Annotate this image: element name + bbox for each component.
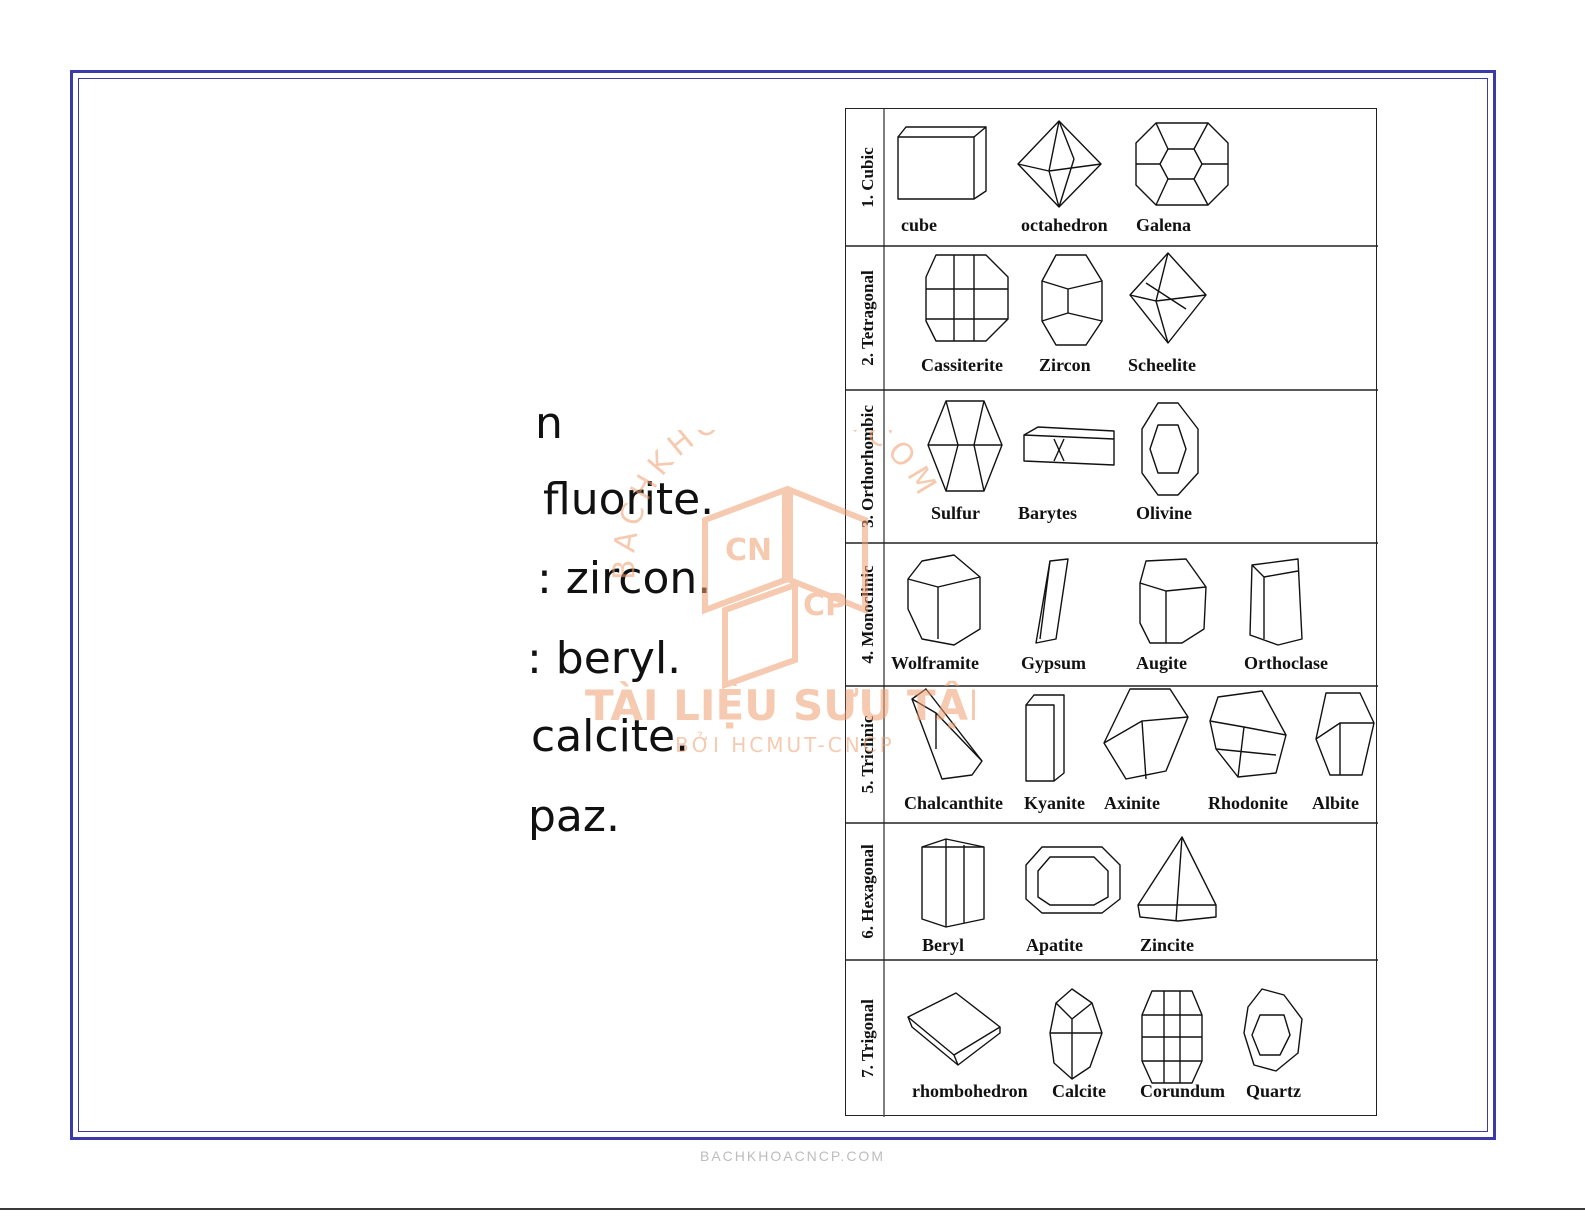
mineral-label: Corundum [1140, 1081, 1225, 1101]
mineral-label: Barytes [1018, 503, 1077, 523]
galena-drawing [1135, 122, 1229, 206]
sulfur-drawing [927, 400, 1003, 492]
zincite-drawing [1137, 836, 1217, 922]
crystal-system-label: 6. Hexagonal [858, 844, 877, 939]
zircon-drawing [1041, 254, 1103, 346]
watermark-stamp: BACHKHOACNCP.COM CN CP TÀI LIỆU SƯU TẬP … [575, 387, 999, 760]
text-line-1: n [535, 398, 563, 449]
barytes-drawing [1023, 426, 1115, 466]
albite-drawing [1315, 692, 1375, 776]
text-line-6: paz. [528, 791, 620, 842]
apatite-drawing [1025, 846, 1121, 914]
crystal-system-label: 2. Tetragonal [858, 270, 877, 366]
mineral-label: Augite [1136, 653, 1187, 673]
svg-text:TÀI LIỆU SƯU TẬP: TÀI LIỆU SƯU TẬP [585, 680, 975, 730]
mineral-label: Gypsum [1021, 653, 1086, 673]
rhodonite-drawing [1209, 690, 1287, 778]
crystal-system-label: 3. Orthorhombic [858, 405, 877, 528]
cube-drawing [897, 126, 987, 200]
mineral-label: cube [901, 215, 937, 235]
mineral-label: Zircon [1039, 355, 1091, 375]
chalcanthite-drawing [911, 688, 983, 780]
footer-url: BACHKHOACNCP.COM [700, 1148, 885, 1164]
mineral-label: Rhodonite [1208, 793, 1288, 813]
calcite-drawing [1049, 988, 1103, 1080]
text-line-4: : beryl. [527, 633, 682, 684]
augite-drawing [1139, 558, 1207, 644]
mineral-label: octahedron [1021, 215, 1108, 235]
octahedron-drawing [1017, 120, 1102, 208]
mineral-label: Olivine [1136, 503, 1192, 523]
svg-text:CN: CN [725, 533, 772, 568]
slide-frame-outer [70, 70, 1496, 1140]
text-line-5: calcite. [531, 711, 690, 762]
mineral-label: Quartz [1246, 1081, 1301, 1101]
mineral-label: Galena [1136, 215, 1191, 235]
bottom-rule [0, 1208, 1585, 1210]
mineral-label: Sulfur [931, 503, 980, 523]
orthoclase-drawing [1249, 558, 1303, 646]
svg-text:BACHKHOACNCP.COM: BACHKHOACNCP.COM [607, 430, 946, 580]
gypsum-drawing [1035, 558, 1069, 644]
svg-text:CP: CP [803, 588, 847, 623]
mineral-label: Orthoclase [1244, 653, 1328, 673]
slide-frame-inner [78, 78, 1488, 1132]
crystal-system-label: 7. Trigonal [858, 999, 877, 1078]
mineral-label: Wolframite [891, 653, 979, 673]
kyanite-drawing [1025, 694, 1065, 782]
mineral-label: Cassiterite [921, 355, 1003, 375]
crystal-system-label: 1. Cubic [858, 147, 877, 208]
olivine-drawing [1141, 402, 1199, 496]
mineral-label: Apatite [1026, 935, 1083, 955]
rhombohedron-drawing [907, 992, 1001, 1066]
mineral-label: Kyanite [1024, 793, 1085, 813]
mineral-label: Axinite [1104, 793, 1160, 813]
scheelite-drawing [1129, 252, 1207, 344]
text-line-2: fluorite. [543, 474, 715, 525]
mineral-label: Beryl [922, 935, 964, 955]
mineral-label: Zincite [1140, 935, 1194, 955]
axinite-drawing [1103, 688, 1189, 780]
mineral-label: Scheelite [1128, 355, 1196, 375]
cassiterite-drawing [925, 254, 1009, 342]
mineral-label: rhombohedron [912, 1081, 1028, 1101]
mineral-label: Chalcanthite [904, 793, 1003, 813]
quartz-drawing [1243, 988, 1303, 1072]
mineral-label: Albite [1312, 793, 1359, 813]
beryl-drawing [921, 838, 985, 928]
text-line-3: : zircon. [537, 553, 712, 604]
mineral-label: Calcite [1052, 1081, 1106, 1101]
corundum-drawing [1141, 990, 1203, 1084]
svg-text:BỞI HCMUT-CNCP: BỞI HCMUT-CNCP [675, 732, 895, 757]
crystal-system-label: 5. Triclinic [858, 715, 877, 793]
wolframite-drawing [907, 554, 981, 646]
